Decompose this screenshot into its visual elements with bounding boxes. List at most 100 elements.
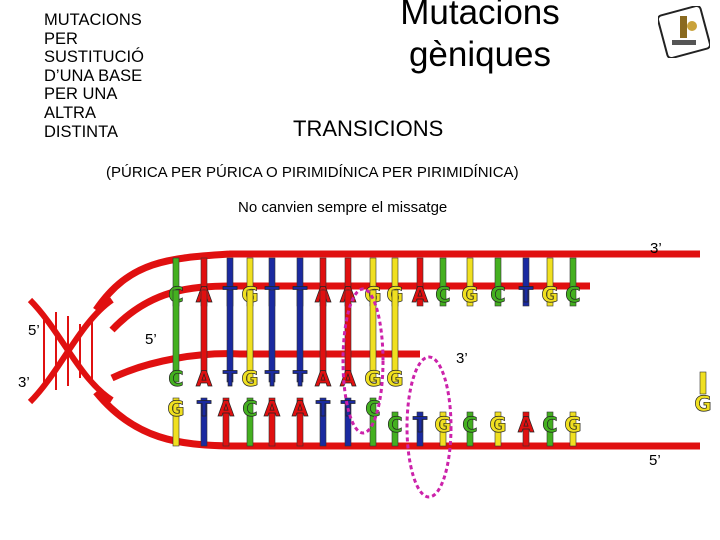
nucleotide-letter: C	[462, 413, 477, 437]
nucleotide-G: G	[167, 397, 185, 447]
nucleotide-stick	[546, 257, 554, 307]
nucleotide-letter: C	[435, 283, 450, 307]
nucleotide-stick	[296, 289, 304, 383]
helix-strand-a	[27, 297, 114, 403]
nucleotide-stick	[222, 397, 230, 447]
slide-title: Mutacions gèniques	[380, 0, 580, 76]
nucleotide-stick	[416, 411, 424, 447]
heading-line: D’UNA BASE	[44, 66, 143, 85]
heading-line: PER UNA	[44, 85, 118, 104]
nucleotide-stick	[172, 289, 180, 383]
nucleotide-letter: G	[386, 367, 403, 391]
nucleotide-G: G	[564, 411, 582, 447]
dna-strands	[27, 250, 700, 450]
nucleotide-letter: A	[518, 413, 535, 437]
nucleotide-A: A	[196, 289, 213, 391]
nucleotide-letter: A	[292, 397, 309, 421]
nucleotide-stick	[391, 289, 399, 383]
nucleotide-stick	[344, 289, 352, 383]
nucleotide-stick	[319, 397, 327, 447]
nucleotide-letter: T	[316, 397, 331, 421]
nucleotide-letter: C	[490, 283, 505, 307]
nucleotide-T: T	[292, 289, 308, 391]
microscope-logo	[658, 6, 710, 58]
nucleotide-T: T	[412, 411, 428, 447]
nucleotide-letter: A	[412, 283, 429, 307]
nucleotide-A: A	[412, 257, 429, 307]
nucleotide-letter: C	[542, 413, 557, 437]
label-3prime-middle: 3’	[456, 350, 468, 367]
nucleotide-letter: T	[413, 413, 428, 437]
highlight-ellipse-1	[341, 287, 385, 435]
nucleotide-A: A	[518, 411, 535, 447]
nucleotide-letter: C	[242, 397, 257, 421]
nucleotide-stick	[439, 257, 447, 307]
helix-rungs	[43, 312, 93, 390]
nucleotide-stick	[268, 397, 276, 447]
nucleotide-letter: T	[223, 367, 238, 391]
heading-line: SUSTITUCIÓ	[44, 48, 144, 67]
transitions-label: TRANSICIONS	[293, 116, 444, 141]
nucleotide-letter: C	[565, 283, 580, 307]
nucleotide-T: T	[315, 397, 331, 447]
nucleotide-stick	[522, 411, 530, 447]
nucleotide-G: G	[241, 289, 259, 391]
nucleotide-stick	[369, 289, 377, 383]
nucleotide-stick	[494, 411, 502, 447]
title-line: gèniques	[408, 35, 552, 74]
label-3prime-left: 3’	[18, 374, 30, 391]
label-5prime-bottom-right: 5’	[649, 452, 661, 469]
message-note: No canvien sempre el missatge	[238, 199, 448, 216]
nucleotide-T: T	[196, 397, 212, 447]
nucleotide-C: C	[387, 411, 403, 447]
nucleotide-T: T	[222, 289, 238, 391]
nucleotide-letter: G	[241, 367, 258, 391]
nucleotide-A: A	[218, 397, 235, 447]
nucleotide-letter: A	[264, 397, 281, 421]
nucleotide-letter: A	[196, 367, 213, 391]
nucleotide-letter: T	[265, 367, 280, 391]
label-5prime-left: 5’	[28, 322, 40, 339]
nucleotide-G: G	[541, 257, 559, 307]
mutation-type-heading: MUTACIONS PER SUSTITUCIÓ D’UNA BASE PER …	[44, 11, 144, 141]
nucleotide-C: C	[565, 257, 581, 307]
nucleotide-C: C	[365, 397, 381, 447]
nucleotide-letter: G	[434, 413, 451, 437]
nucleotide-letter: T	[519, 283, 534, 307]
nucleotide-G: G	[386, 289, 404, 391]
nucleotide-stick	[522, 257, 530, 307]
nucleotide-stick	[569, 257, 577, 307]
nucleotide-C: C	[490, 257, 506, 307]
nucleotide-C: C	[542, 411, 558, 447]
nucleotide-letter: A	[315, 367, 332, 391]
nucleotide-stick	[466, 411, 474, 447]
nucleotide-stick	[226, 289, 234, 383]
nucleotide-stick	[268, 289, 276, 383]
title-line: Mutacions	[400, 0, 560, 32]
nucleotide-stick	[699, 371, 707, 395]
heading-line: DISTINTA	[44, 122, 118, 141]
nucleotide-C: C	[462, 411, 478, 447]
nucleotide-letter: A	[218, 397, 235, 421]
nucleotide-letter: T	[197, 397, 212, 421]
nucleotide-stick	[546, 411, 554, 447]
nucleotide-stick	[296, 397, 304, 447]
nucleotide-G: G	[489, 411, 507, 447]
transition-description: (PÚRICA PER PÚRICA O PIRIMIDÍNICA PER PI…	[106, 164, 519, 181]
nucleotide-stick	[569, 411, 577, 447]
highlight-ellipse-2	[405, 355, 453, 499]
nucleotide-G: G	[461, 257, 479, 307]
nucleotide-stick	[439, 411, 447, 447]
nucleotide-letter: G	[489, 413, 506, 437]
nucleotide-stick	[391, 411, 399, 447]
nucleotide-C: C	[242, 397, 258, 447]
nucleotide-letter: C	[387, 413, 402, 437]
nucleotide-stick	[200, 289, 208, 383]
strand-inner-lower	[110, 350, 420, 382]
nucleotide-stick	[246, 289, 254, 383]
nucleotide-stick	[319, 289, 327, 383]
nucleotide-C: C	[168, 289, 184, 391]
nucleotide-C: C	[435, 257, 451, 307]
nucleotide-stick	[466, 257, 474, 307]
nucleotide-stick	[172, 397, 180, 447]
